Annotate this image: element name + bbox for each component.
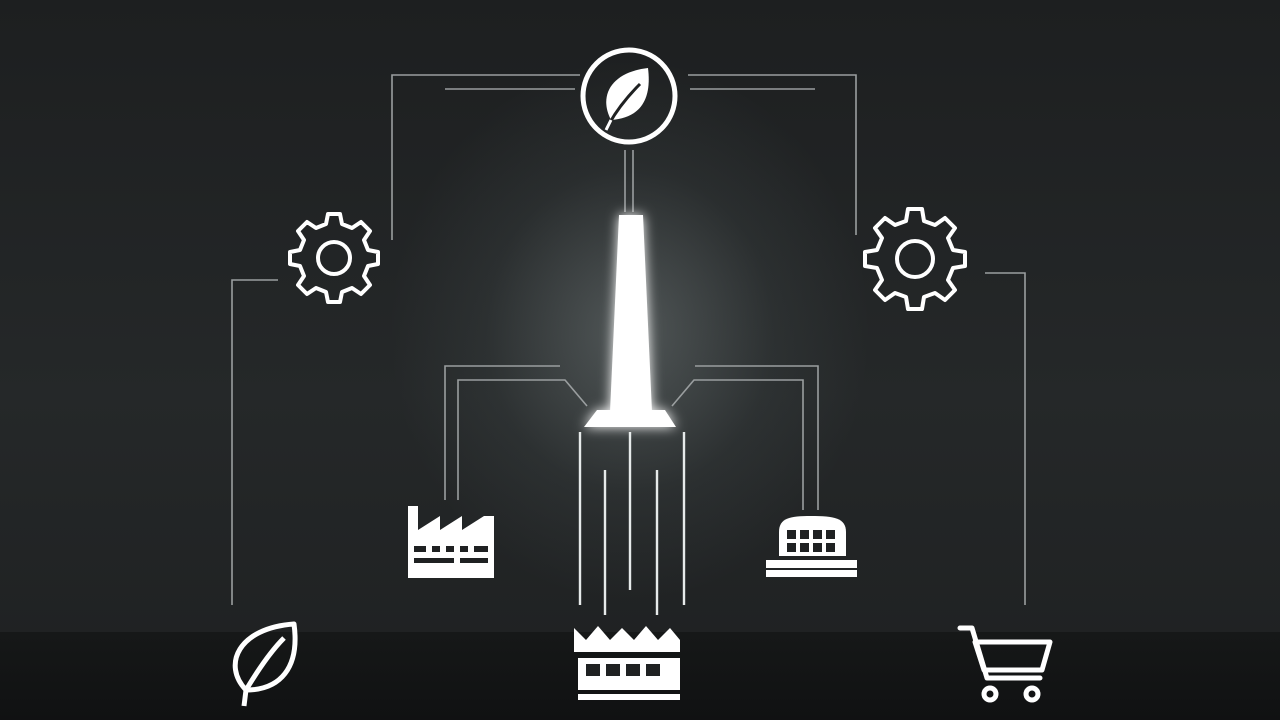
line-factory-outer <box>444 365 560 500</box>
connector-lines <box>231 74 1026 605</box>
gear-icon <box>288 212 380 304</box>
chimney-beams <box>578 432 686 615</box>
factory-icon <box>408 506 494 578</box>
gear-icon <box>863 207 967 311</box>
leaf-icon <box>232 621 298 707</box>
line-warehouse-inner <box>671 379 804 510</box>
chimney-icon <box>584 215 676 427</box>
cart-icon <box>957 625 1053 703</box>
warehouse-icon <box>766 516 857 577</box>
line-top-right <box>688 74 857 235</box>
plant-icon <box>574 626 680 700</box>
line-right-gear-to-cart <box>985 272 1026 605</box>
leaf-circle-icon <box>580 47 678 145</box>
line-left-gear-to-leaf <box>231 279 278 605</box>
line-top-left <box>391 74 580 240</box>
line-factory-inner <box>457 379 588 500</box>
line-warehouse-outer <box>695 365 819 510</box>
